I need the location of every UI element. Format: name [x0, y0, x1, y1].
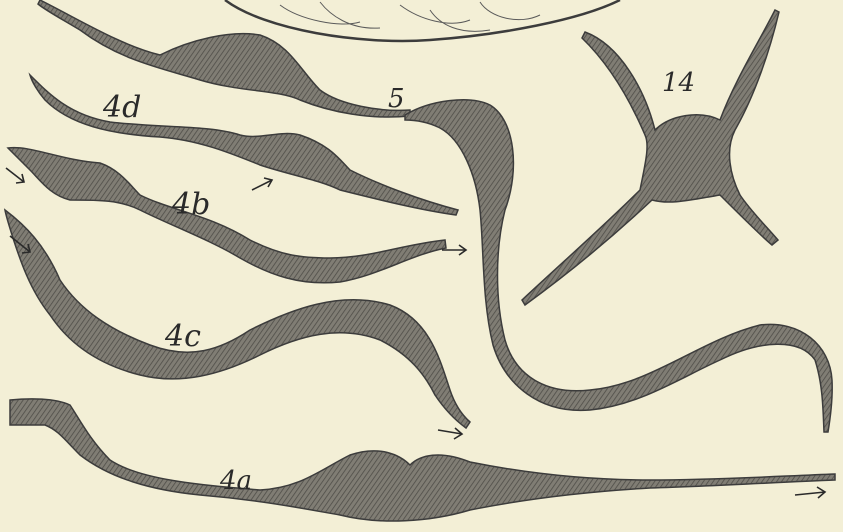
label-4a: 4a — [220, 468, 252, 494]
spindle-cell-top — [38, 0, 410, 117]
arrow-4c-right — [438, 428, 462, 439]
label-4b: 4b — [172, 190, 210, 220]
cell-4b — [8, 148, 446, 283]
label-5: 5 — [388, 86, 405, 112]
label-4d: 4d — [103, 93, 141, 123]
cell-4a — [10, 399, 835, 521]
cell-14 — [522, 10, 779, 305]
label-14: 14 — [662, 70, 695, 96]
cell-5 — [405, 100, 832, 432]
arrow-4a — [795, 487, 825, 498]
round-cell-outline — [225, 0, 620, 41]
arrow-4d — [252, 178, 272, 190]
label-4c: 4c — [165, 322, 201, 352]
arrow-4b-left — [6, 168, 24, 183]
